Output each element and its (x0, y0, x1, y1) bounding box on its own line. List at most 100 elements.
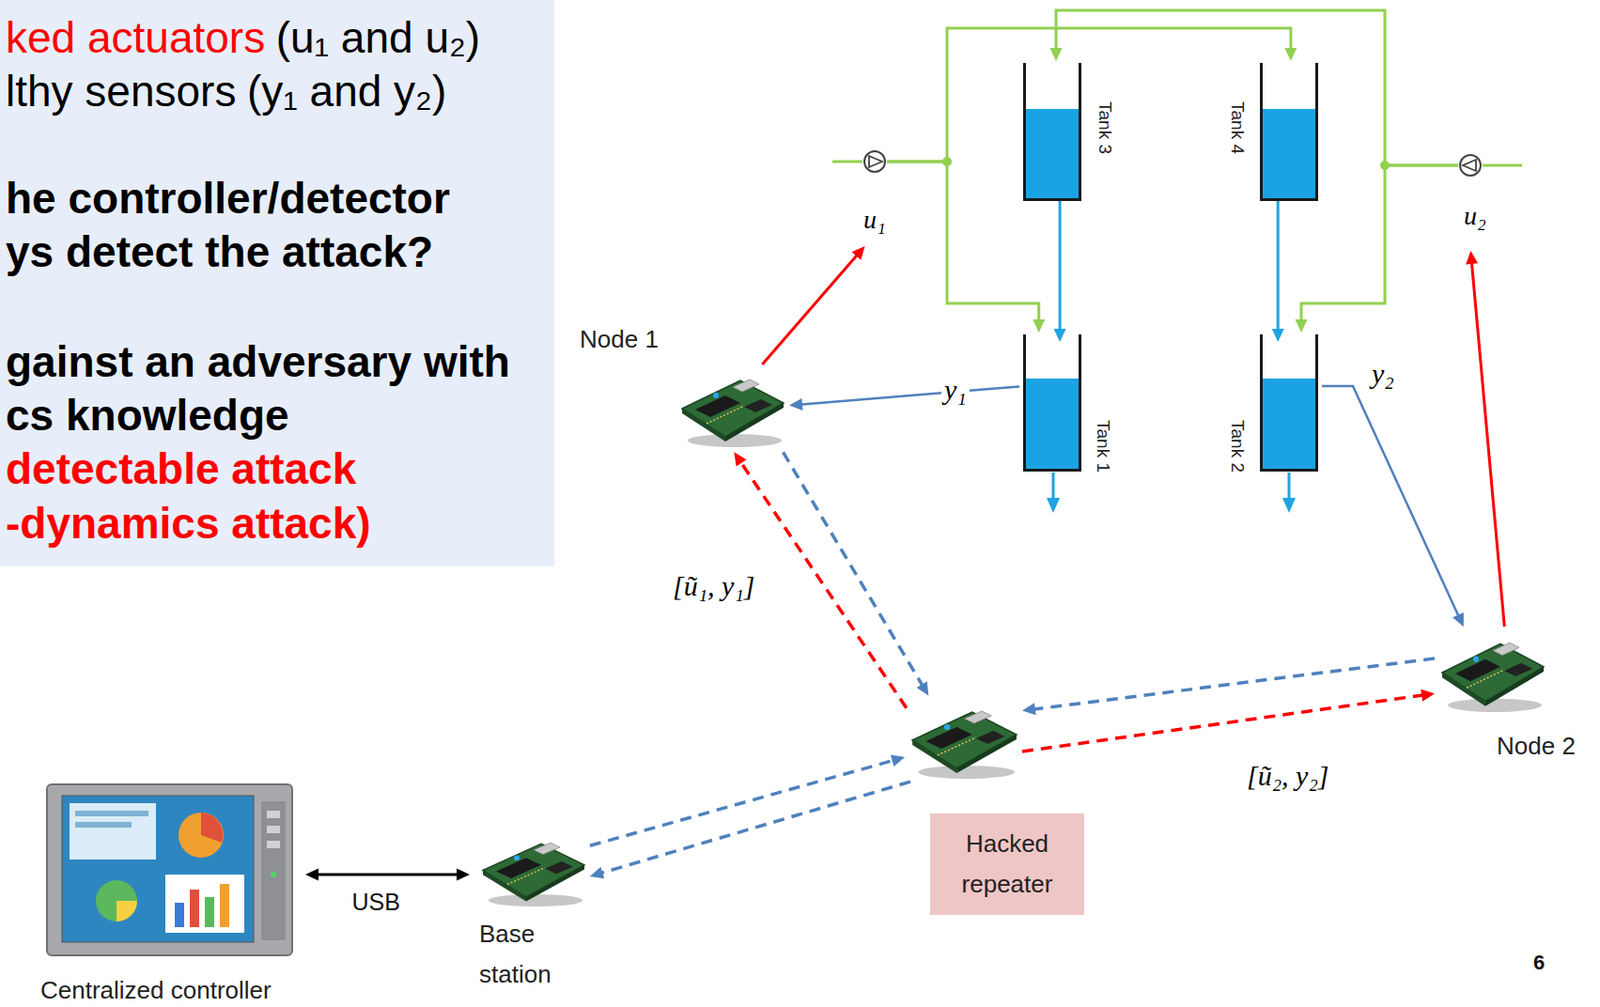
signal-label: u₂ (1463, 201, 1487, 232)
tank-outflow (1052, 472, 1056, 500)
pie-slice (201, 812, 223, 843)
pump-arrow (1462, 159, 1476, 171)
connector (305, 868, 470, 881)
node-label: Node 1 (579, 324, 659, 355)
connector-line (1058, 201, 1062, 332)
connector-line (1022, 695, 1425, 752)
led (1473, 656, 1479, 663)
water-tank: Tank 1 (1023, 334, 1082, 472)
tank-label: Tank 3 (1094, 101, 1116, 155)
panel-text: he controller/detector (5, 173, 451, 223)
water-tank: Tank 4 (1259, 62, 1319, 202)
arrow-head (789, 398, 803, 411)
edge-label: USB (349, 888, 404, 917)
bar (174, 902, 185, 928)
module (1455, 659, 1501, 683)
wireless-node: Node 2 (1438, 630, 1546, 715)
connector (1050, 10, 1459, 166)
connector (1295, 165, 1459, 333)
text-line: he controller/detector (5, 172, 451, 225)
led (944, 724, 950, 731)
monitor-screen (62, 795, 254, 943)
text-line: ys detect the attack? (5, 226, 434, 279)
connector-line (1471, 261, 1505, 627)
connector (1272, 201, 1285, 342)
usb-socket (732, 379, 760, 392)
page-number: 6 (1533, 950, 1545, 976)
text-line: detectable attack (5, 443, 357, 496)
panel-text: ys detect the attack? (5, 227, 434, 277)
connector (733, 451, 907, 708)
led (513, 854, 520, 861)
tank-water (1262, 378, 1316, 469)
panel-text: -dynamics attack) (5, 498, 372, 548)
arrow-head (916, 681, 930, 696)
pump-body (1460, 155, 1481, 176)
arrow-head (456, 868, 470, 881)
edge-label: [ũ₂, y₂] (1243, 760, 1333, 793)
module (695, 395, 741, 418)
tank-label: Tank 1 (1092, 419, 1114, 473)
connector (590, 755, 905, 847)
edge-label: y₂ (1368, 357, 1398, 390)
pin-row (507, 868, 545, 886)
connector-line (799, 386, 1020, 404)
arrow-head (1050, 47, 1063, 62)
pie-chart (95, 880, 138, 922)
wireless-node: Node 1 (678, 367, 786, 450)
node-label: Hacked repeater (930, 813, 1085, 916)
edge-label: [ũ₁, y₁] (669, 570, 759, 603)
pump-body (864, 151, 886, 172)
pie-chart (178, 812, 224, 858)
module (925, 727, 972, 749)
text-line: ked actuators(u₁ and u₂) (5, 12, 481, 64)
arrow-head (1420, 689, 1435, 702)
hacked-repeater: Hacked repeater (908, 699, 1019, 781)
tank-outflow-head (1046, 497, 1060, 513)
connector (1321, 386, 1464, 627)
connector (886, 28, 1297, 162)
water-tank: Tank 3 (1023, 62, 1082, 202)
tank-water (1025, 108, 1079, 199)
screen-window (69, 803, 156, 860)
arrow-head (1272, 328, 1285, 342)
chip (1504, 663, 1533, 677)
pump: u₁ (862, 149, 887, 244)
button (266, 810, 280, 819)
connector-line (1301, 165, 1459, 323)
connector-line (1276, 201, 1280, 332)
panel-text: detectable attack (5, 444, 357, 494)
base-station: Base station (479, 831, 587, 909)
connector (1465, 250, 1505, 627)
chip (744, 399, 773, 413)
panel-text: ked actuators (5, 13, 265, 63)
panel-text: cs knowledge (5, 390, 290, 440)
arrow-head (1295, 319, 1308, 333)
water-tank: Tank 2 (1259, 334, 1319, 472)
arrow-head (590, 867, 605, 879)
connector (761, 246, 865, 365)
node-label: Node 2 (1496, 730, 1576, 762)
pcb (482, 843, 585, 898)
connector (783, 451, 930, 696)
pie-slice (116, 900, 138, 922)
arrow-head (305, 868, 319, 881)
arrow-head (851, 246, 865, 261)
led (713, 392, 719, 399)
panel-text: gainst an adversary with (5, 337, 511, 387)
power-led (270, 871, 277, 878)
panel-text: lthy sensors (5, 66, 236, 116)
pump: u₂ (1458, 153, 1483, 248)
arrow-head (1284, 47, 1297, 62)
chip (544, 861, 574, 874)
connector-line (1056, 10, 1459, 166)
pump-inlet-pipe (832, 160, 863, 164)
node-label: Centralized controller (40, 977, 272, 1004)
text-line: gainst an adversary with (5, 336, 511, 389)
tank-outflow-head (1282, 497, 1296, 513)
screen-window (165, 874, 245, 933)
monitor-frame (46, 784, 293, 956)
usb-socket (1492, 642, 1520, 655)
board-picture (678, 367, 786, 450)
node-label: Base station (479, 914, 574, 995)
